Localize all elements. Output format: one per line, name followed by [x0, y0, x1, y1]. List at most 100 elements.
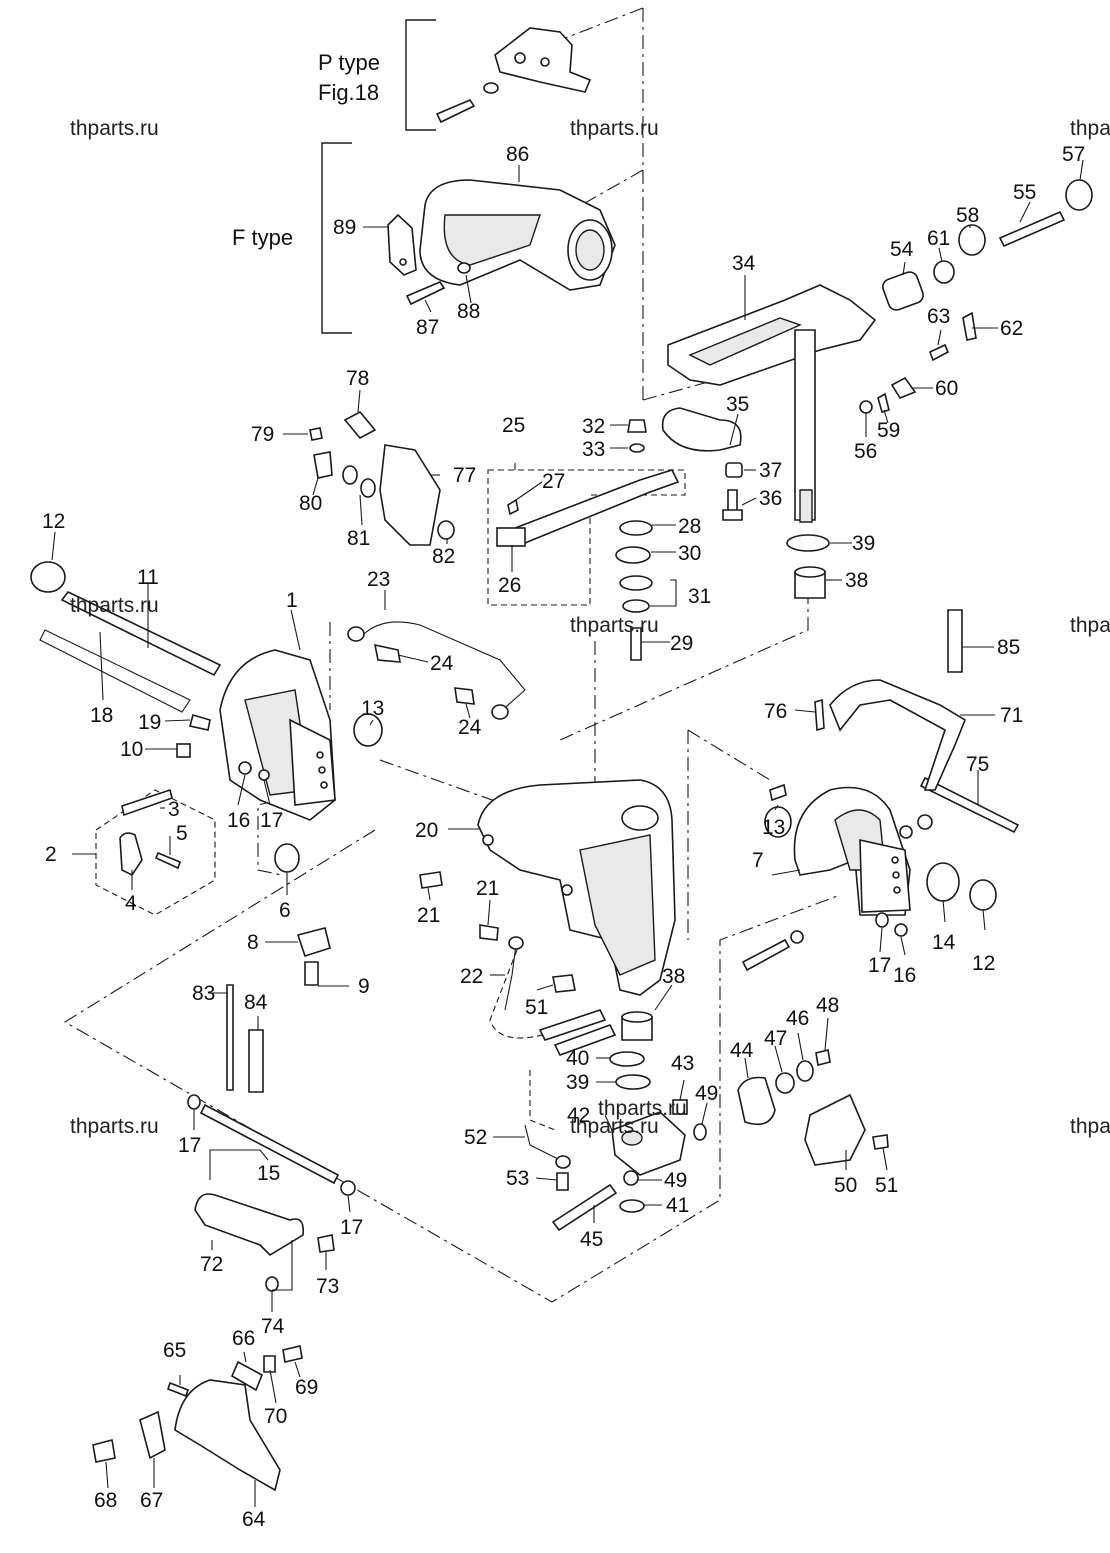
part-label: 44: [730, 1039, 754, 1062]
spring-69: [282, 1345, 303, 1363]
part-label: 86: [506, 143, 529, 166]
washer-46: [796, 1060, 814, 1082]
part-label: 58: [956, 204, 979, 227]
part-label: 79: [251, 423, 274, 446]
part-label: 76: [764, 700, 787, 723]
p-type-bracket: [405, 19, 436, 131]
part-label: 27: [542, 470, 565, 493]
watermark: thparts.ru: [570, 614, 659, 637]
pin-5: [154, 851, 181, 870]
stern-bracket-1: [219, 649, 336, 821]
part-label: 28: [678, 515, 701, 538]
pin-76: [814, 698, 825, 732]
part-label: 38: [845, 569, 868, 592]
part-label: 72: [200, 1253, 223, 1276]
part-label: 4: [125, 892, 137, 915]
part-label: 35: [726, 393, 749, 416]
part-label: 23: [367, 568, 390, 591]
part-label: 75: [966, 753, 989, 776]
part-label: 63: [927, 305, 950, 328]
part-label: 34: [732, 252, 756, 275]
part-label: 6: [279, 899, 291, 922]
stopper-70: [263, 1355, 276, 1373]
assembly-line: [379, 759, 521, 811]
roller-66: [230, 1360, 264, 1392]
bushing-13-left: [353, 713, 383, 747]
part-label: 16: [893, 964, 916, 987]
washer-47: [775, 1072, 795, 1094]
part-label: 9: [358, 975, 370, 998]
bolt-80: [313, 451, 333, 479]
part-label: 38: [662, 965, 685, 988]
leader-lines: [51, 159, 1084, 1507]
part-label: 70: [264, 1405, 287, 1428]
part-label: 60: [935, 377, 958, 400]
nut-16-left: [238, 761, 252, 775]
part-label: 33: [582, 438, 605, 461]
part-label: 80: [299, 492, 322, 515]
rod-75: [919, 776, 1020, 834]
lever-72: [194, 1193, 305, 1257]
nut-14: [926, 862, 960, 902]
part-label: 17: [178, 1134, 201, 1157]
watermark: thparts.ru: [598, 1097, 687, 1120]
nut-48: [815, 1049, 831, 1066]
part-label: 39: [566, 1071, 589, 1094]
kit-outline-2: [95, 789, 216, 916]
bolt-73: [317, 1234, 335, 1253]
bolt-63: [928, 343, 950, 362]
part-label: 17: [868, 954, 891, 977]
part-label: 47: [764, 1027, 787, 1050]
part-label: 81: [347, 527, 370, 550]
rod-52: [524, 1124, 561, 1161]
washer-17-right: [875, 912, 889, 928]
part-label: 77: [453, 464, 476, 487]
part-label: 61: [927, 227, 950, 250]
part-label: 12: [42, 510, 65, 533]
bolt-21b: [479, 924, 499, 941]
screw-27: [507, 498, 519, 516]
part-label: 65: [163, 1339, 186, 1362]
washer-74: [265, 1276, 279, 1292]
part-label: 21: [476, 877, 499, 900]
part-label: 11: [137, 566, 159, 589]
bushing-6: [274, 843, 300, 873]
clip-89: [387, 213, 417, 276]
part-label: 2: [45, 843, 57, 866]
part-label: 3: [168, 798, 180, 821]
collar-37: [725, 462, 743, 478]
cover-50: [804, 1093, 866, 1166]
washer-31b: [622, 599, 650, 613]
shaft-15: [199, 1103, 340, 1185]
washer-28: [619, 520, 653, 536]
nut-58: [958, 224, 986, 256]
part-label: 87: [416, 316, 439, 339]
assembly-line: [63, 829, 841, 1303]
washer-81b: [360, 478, 376, 498]
damper-b: [553, 1024, 617, 1056]
f-type-bracket: [321, 142, 352, 334]
plate-67: [139, 1410, 166, 1460]
watermark: thparts.ru: [1070, 614, 1110, 637]
bolt-53: [556, 1172, 569, 1191]
nut-right-a: [917, 814, 933, 830]
part-label: 24: [458, 716, 482, 739]
plate-78: [343, 410, 377, 440]
cap-12-right: [969, 879, 997, 911]
part-label: 32: [582, 415, 605, 438]
handle-71: [829, 679, 966, 791]
rod-83: [226, 984, 234, 1091]
damper-a: [538, 1009, 607, 1041]
watermark: thparts.ru: [70, 1115, 159, 1138]
part-label: 19: [138, 711, 161, 734]
watermark: thparts.ru: [70, 594, 159, 617]
part-label: 25: [502, 414, 525, 437]
part-label: 26: [498, 574, 521, 597]
rod-18: [39, 629, 191, 713]
washer-61: [933, 260, 955, 284]
part-label: 43: [671, 1052, 694, 1075]
screw-79: [309, 427, 323, 441]
p-type-label: P type: [318, 50, 380, 75]
assembly-line: [687, 729, 771, 781]
